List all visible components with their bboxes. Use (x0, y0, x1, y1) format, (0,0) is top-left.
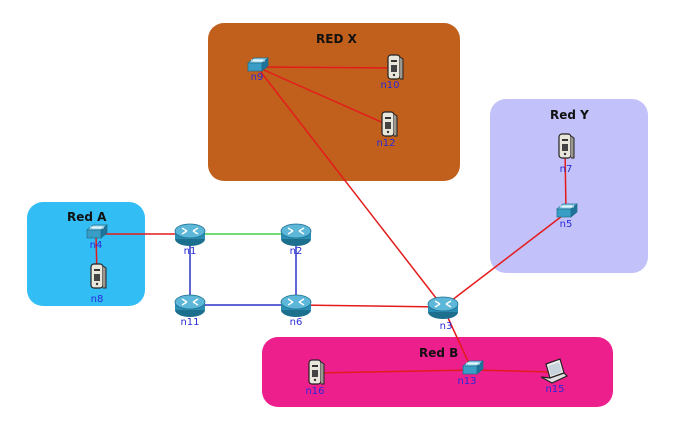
node-n10-server-icon[interactable] (387, 54, 404, 80)
node-n1-router-icon[interactable] (174, 223, 206, 247)
node-n16-server-icon[interactable] (308, 359, 325, 385)
node-label-n16: n16 (305, 386, 324, 397)
zone-red-x-title: RED X (316, 32, 357, 46)
node-n11-router-icon[interactable] (174, 294, 206, 318)
node-label-n12: n12 (376, 138, 395, 149)
node-label-n7: n7 (560, 164, 573, 175)
zone-red-a: Red A (27, 202, 145, 306)
zone-red-b-title: Red B (419, 346, 459, 360)
node-label-n4: n4 (90, 240, 103, 251)
zone-red-y: Red Y (490, 99, 648, 273)
link-n9-n10 (256, 66, 395, 69)
node-n4-switch-icon[interactable] (86, 224, 108, 239)
node-n13-switch-icon[interactable] (462, 360, 484, 375)
node-n6-router-icon[interactable] (280, 294, 312, 318)
node-label-n3: n3 (440, 321, 453, 332)
node-n5-switch-icon[interactable] (556, 203, 578, 218)
node-n3-router-icon[interactable] (427, 296, 459, 320)
link-n5-n3 (442, 212, 567, 308)
node-label-n11: n11 (180, 317, 199, 328)
node-label-n5: n5 (560, 219, 573, 230)
node-n2-router-icon[interactable] (280, 223, 312, 247)
node-label-n6: n6 (290, 317, 303, 328)
node-label-n2: n2 (290, 246, 303, 257)
link-n16-n13 (314, 369, 473, 374)
link-n9-n3 (256, 66, 444, 308)
zone-red-a-title: Red A (67, 210, 107, 224)
node-n15-laptop-icon[interactable] (540, 358, 568, 384)
node-label-n10: n10 (380, 80, 399, 91)
node-label-n8: n8 (91, 294, 104, 305)
node-n12-server-icon[interactable] (381, 111, 398, 137)
zone-red-x: RED X (208, 23, 460, 181)
node-n7-server-icon[interactable] (558, 133, 575, 159)
node-n8-server-icon[interactable] (90, 263, 107, 289)
link-n9-n12 (256, 66, 389, 126)
zone-red-y-title: Red Y (550, 108, 589, 122)
node-label-n1: n1 (184, 246, 197, 257)
node-label-n9: n9 (251, 72, 264, 83)
link-n13-n15 (471, 369, 555, 373)
node-label-n15: n15 (545, 384, 564, 395)
node-n9-switch-icon[interactable] (247, 57, 269, 72)
node-label-n13: n13 (457, 376, 476, 387)
link-n6-n3 (295, 304, 444, 308)
